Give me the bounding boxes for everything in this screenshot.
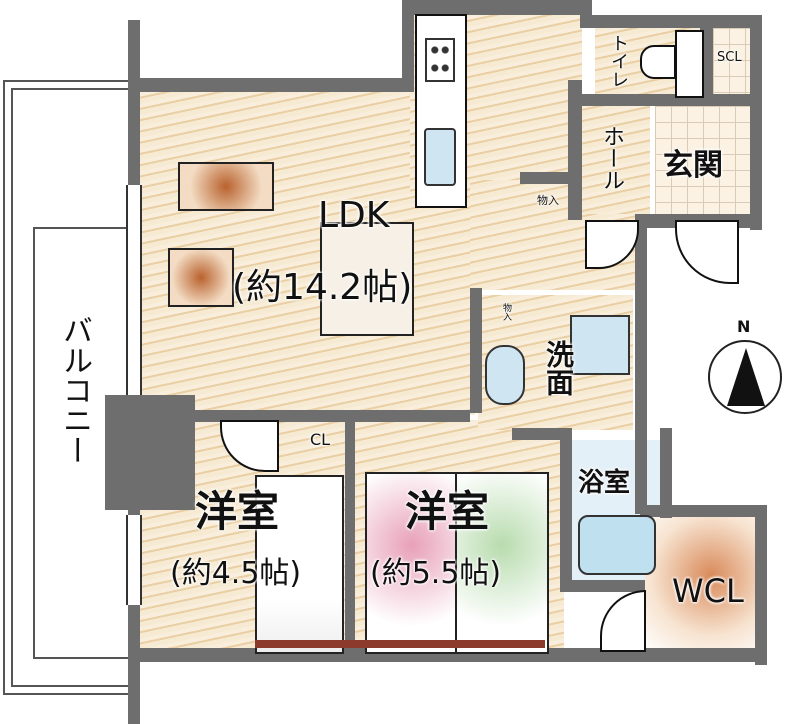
hall-floor (582, 106, 650, 214)
storage-2-label: 物入 (501, 303, 511, 321)
tv-board (178, 162, 274, 211)
toilet-tank (675, 30, 704, 98)
storage-1-label: 物入 (537, 194, 559, 207)
entrance-label: 玄関 (663, 148, 723, 183)
front-door[interactable] (675, 220, 739, 284)
ldk-label: LDK (318, 195, 390, 236)
ldk-size: (約14.2帖) (232, 267, 413, 308)
sofa (168, 248, 234, 307)
toilet-bowl (640, 45, 676, 79)
walk-in-closet-label: WCL (672, 572, 744, 610)
bed (455, 472, 549, 654)
sink-icon (424, 128, 456, 186)
dining-table (320, 222, 414, 336)
entrance-floor (655, 106, 750, 214)
hall-label: ホール (599, 125, 624, 191)
compass (708, 340, 782, 414)
washroom-label: 洗面 (542, 340, 575, 396)
compass-north-label: N (737, 317, 751, 336)
toilet-label: トイレ (608, 34, 629, 88)
window (126, 185, 142, 395)
shoe-closet-label: SCL (717, 50, 742, 65)
western-room-1-size: (約4.5帖) (170, 556, 302, 591)
bathroom-label: 浴室 (578, 468, 631, 498)
shoe-closet-floor (713, 28, 751, 96)
washing-machine-pan (570, 315, 630, 375)
balcony-label: バルコニー (57, 315, 92, 465)
door[interactable] (600, 590, 646, 652)
walk-in-closet-floor (645, 515, 755, 650)
western-room-2-size: (約5.5帖) (370, 556, 502, 591)
bathtub (578, 515, 656, 575)
window (126, 515, 142, 605)
stove-icon (425, 38, 455, 82)
north-arrow-icon (727, 348, 765, 406)
balcony (3, 80, 133, 695)
western-room-2-label: 洋室 (405, 487, 490, 536)
closet-label: CL (310, 430, 331, 449)
bed (365, 472, 459, 654)
western-room-1-label: 洋室 (195, 487, 280, 536)
wash-basin (485, 345, 525, 405)
bed (255, 475, 344, 654)
